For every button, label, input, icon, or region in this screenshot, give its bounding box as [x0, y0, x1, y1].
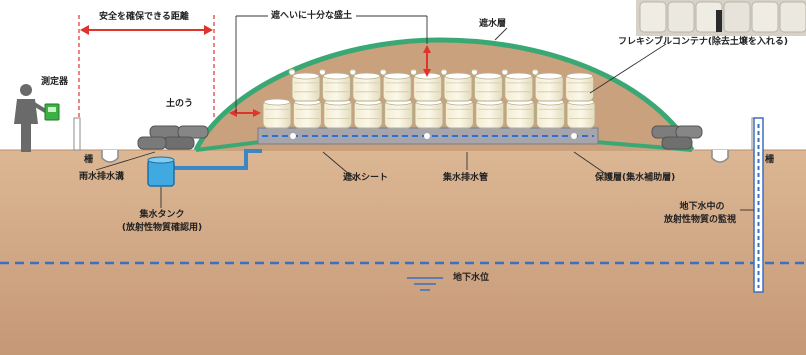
flexible-container-bag	[384, 98, 414, 129]
label-flexible-container: フレキシブルコンテナ(除去土壌を入れる)	[618, 37, 789, 47]
sandbags-left	[137, 125, 209, 150]
flexible-container-bag	[440, 68, 448, 76]
flexible-container-bag	[414, 98, 444, 129]
label-sandbags: 土のう	[166, 99, 194, 109]
flexible-container-bag	[475, 98, 505, 129]
top-cover-layer	[193, 37, 695, 152]
label-groundwater-monitor-1: 地下水中の	[679, 202, 725, 212]
container-photo	[636, 0, 806, 36]
flexible-container-bag	[534, 72, 564, 102]
flexible-container-bag	[292, 98, 322, 129]
rainwater-ditch-right	[711, 150, 729, 163]
groundwater-level-marker	[407, 277, 443, 291]
label-safe-distance: 安全を確保できる距離	[99, 12, 189, 22]
sandbags-right	[651, 125, 703, 150]
flexible-container-bag	[353, 98, 383, 129]
safe-distance-arrow	[78, 15, 215, 120]
label-waterproof-sheet: 遮水シート	[343, 173, 389, 183]
flexible-container-bag	[501, 68, 509, 76]
flexible-container-bag	[566, 98, 596, 129]
rainwater-ditch-left	[101, 150, 119, 163]
leader-lines	[95, 15, 754, 211]
flexible-container-bag	[349, 68, 357, 76]
flexible-container-bag	[379, 68, 387, 76]
label-groundwater-monitor-2: 放射性物質の監視	[663, 215, 736, 225]
flexible-container-bag	[352, 72, 382, 102]
flexible-container-bag	[504, 72, 534, 102]
flexible-container-bag	[470, 68, 478, 76]
flexible-container-bag	[413, 72, 443, 102]
collection-tank-top	[147, 156, 175, 164]
flexible-container-bag	[382, 72, 412, 102]
container-stack	[262, 68, 596, 129]
label-drain-pipe: 集水排水管	[443, 173, 489, 183]
label-collection-tank: 集水タンク	[139, 210, 185, 220]
flexible-container-bag	[318, 68, 326, 76]
label-sufficient-mound: 遮へいに十分な盛土	[271, 11, 353, 21]
flexible-container-bag	[262, 98, 292, 129]
mound-thickness-arrows	[229, 45, 431, 117]
label-groundwater-level: 地下水位	[453, 273, 490, 283]
flexible-container-bag	[505, 98, 535, 129]
label-rainwater-ditch: 雨水排水溝	[79, 172, 125, 182]
label-top-cover: 遮水層	[479, 19, 507, 29]
drain-pipe-end-left	[290, 133, 296, 139]
fence-post-left	[73, 117, 81, 151]
flexible-container-bag	[288, 68, 296, 76]
drain-pipe-center	[424, 133, 430, 139]
ground-soil	[0, 150, 806, 355]
flexible-container-bag	[444, 98, 474, 129]
flexible-container-bag	[531, 68, 539, 76]
label-collection-tank-sub: (放射性物質確認用)	[121, 223, 203, 233]
collection-pipe	[172, 149, 262, 170]
collection-tank	[147, 159, 175, 187]
label-measuring-device: 測定器	[41, 77, 69, 87]
flexible-container-bag	[410, 68, 418, 76]
flexible-container-bag	[536, 98, 566, 129]
flexible-container-bag	[473, 72, 503, 102]
flexible-container-bag	[443, 72, 473, 102]
flexible-container-bag	[291, 72, 321, 102]
person-with-meter	[14, 84, 60, 152]
label-protective-layer: 保護層(集水補助層)	[595, 173, 676, 183]
flexible-container-bag	[323, 98, 353, 129]
label-fence-right: 柵	[765, 155, 775, 165]
flexible-container-bag	[565, 72, 595, 102]
label-fence-left: 柵	[84, 155, 94, 165]
flexible-container-bag	[321, 72, 351, 102]
drain-pipe-end-right	[571, 133, 577, 139]
